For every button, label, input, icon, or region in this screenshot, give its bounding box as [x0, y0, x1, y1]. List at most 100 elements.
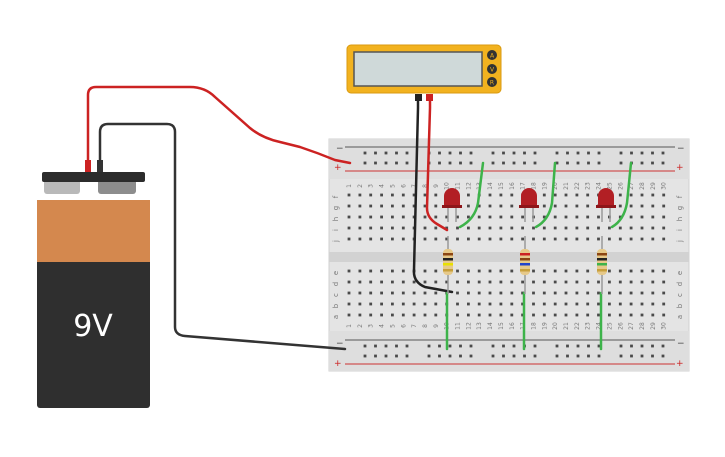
terminal-hole[interactable]	[575, 313, 579, 317]
terminal-hole[interactable]	[651, 237, 655, 241]
terminal-hole[interactable]	[553, 269, 557, 273]
terminal-hole[interactable]	[423, 291, 427, 295]
terminal-hole[interactable]	[456, 237, 459, 241]
terminal-hole[interactable]	[510, 237, 514, 241]
terminal-hole[interactable]	[445, 237, 449, 241]
terminal-hole[interactable]	[456, 302, 459, 306]
rail-hole[interactable]	[384, 151, 388, 155]
rail-hole[interactable]	[384, 344, 388, 348]
terminal-hole[interactable]	[521, 280, 524, 284]
terminal-hole[interactable]	[412, 313, 416, 317]
terminal-hole[interactable]	[380, 237, 383, 241]
rail-hole[interactable]	[491, 354, 495, 358]
terminal-hole[interactable]	[597, 302, 600, 306]
terminal-hole[interactable]	[456, 269, 459, 273]
terminal-hole[interactable]	[358, 204, 362, 208]
terminal-hole[interactable]	[488, 280, 492, 284]
terminal-hole[interactable]	[499, 280, 503, 284]
terminal-hole[interactable]	[608, 280, 611, 284]
terminal-hole[interactable]	[510, 269, 514, 273]
rail-hole[interactable]	[448, 344, 452, 348]
terminal-hole[interactable]	[358, 302, 362, 306]
terminal-hole[interactable]	[434, 313, 438, 317]
terminal-hole[interactable]	[369, 237, 373, 241]
terminal-hole[interactable]	[586, 215, 590, 219]
terminal-hole[interactable]	[423, 237, 427, 241]
terminal-hole[interactable]	[586, 313, 590, 317]
terminal-hole[interactable]	[401, 204, 405, 208]
terminal-hole[interactable]	[423, 193, 427, 197]
terminal-hole[interactable]	[553, 226, 557, 230]
rail-hole[interactable]	[651, 151, 654, 155]
rail-hole[interactable]	[587, 354, 590, 358]
terminal-hole[interactable]	[412, 193, 416, 197]
wire-battery-negative[interactable]	[98, 122, 347, 351]
terminal-hole[interactable]	[542, 237, 546, 241]
rail-hole[interactable]	[533, 354, 537, 358]
rail-hole[interactable]	[512, 161, 516, 165]
terminal-hole[interactable]	[434, 302, 438, 306]
rail-hole[interactable]	[566, 354, 569, 358]
terminal-hole[interactable]	[618, 204, 622, 208]
rail-hole[interactable]	[576, 161, 580, 165]
terminal-hole[interactable]	[640, 291, 644, 295]
terminal-hole[interactable]	[640, 269, 644, 273]
terminal-hole[interactable]	[369, 215, 373, 219]
terminal-hole[interactable]	[347, 226, 351, 230]
terminal-hole[interactable]	[358, 280, 362, 284]
terminal-hole[interactable]	[618, 237, 622, 241]
terminal-hole[interactable]	[358, 291, 362, 295]
rail-hole[interactable]	[619, 344, 623, 348]
terminal-hole[interactable]	[629, 237, 633, 241]
terminal-hole[interactable]	[575, 269, 579, 273]
terminal-hole[interactable]	[369, 313, 373, 317]
terminal-hole[interactable]	[412, 280, 416, 284]
terminal-hole[interactable]	[521, 215, 524, 219]
rail-hole[interactable]	[661, 344, 665, 348]
terminal-hole[interactable]	[369, 280, 373, 284]
terminal-hole[interactable]	[456, 291, 459, 295]
rail-hole[interactable]	[438, 354, 441, 358]
rail-hole[interactable]	[533, 344, 537, 348]
terminal-hole[interactable]	[467, 302, 470, 306]
terminal-hole[interactable]	[434, 291, 438, 295]
terminal-hole[interactable]	[662, 237, 666, 241]
terminal-hole[interactable]	[575, 226, 579, 230]
terminal-hole[interactable]	[467, 237, 470, 241]
terminal-hole[interactable]	[640, 313, 644, 317]
terminal-hole[interactable]	[586, 280, 590, 284]
terminal-hole[interactable]	[662, 302, 666, 306]
terminal-hole[interactable]	[608, 291, 611, 295]
terminal-hole[interactable]	[510, 204, 514, 208]
terminal-hole[interactable]	[662, 215, 666, 219]
terminal-hole[interactable]	[401, 237, 405, 241]
terminal-hole[interactable]	[401, 280, 405, 284]
terminal-hole[interactable]	[434, 215, 438, 219]
rail-hole[interactable]	[619, 161, 623, 165]
terminal-hole[interactable]	[629, 204, 633, 208]
terminal-hole[interactable]	[510, 215, 514, 219]
terminal-hole[interactable]	[564, 291, 568, 295]
terminal-hole[interactable]	[391, 269, 394, 273]
green-wire-led3[interactable]	[610, 161, 633, 229]
terminal-hole[interactable]	[553, 215, 557, 219]
terminal-hole[interactable]	[499, 302, 503, 306]
rail-hole[interactable]	[427, 344, 431, 348]
terminal-hole[interactable]	[488, 269, 492, 273]
resistor-3[interactable]	[597, 236, 607, 294]
terminal-hole[interactable]	[532, 269, 535, 273]
terminal-hole[interactable]	[456, 226, 459, 230]
terminal-hole[interactable]	[608, 313, 611, 317]
rail-hole[interactable]	[587, 151, 590, 155]
terminal-hole[interactable]	[586, 204, 590, 208]
terminal-hole[interactable]	[553, 204, 557, 208]
terminal-hole[interactable]	[488, 237, 492, 241]
terminal-hole[interactable]	[510, 291, 514, 295]
rail-hole[interactable]	[640, 161, 644, 165]
terminal-hole[interactable]	[488, 302, 492, 306]
terminal-hole[interactable]	[499, 193, 503, 197]
terminal-hole[interactable]	[347, 215, 351, 219]
rail-hole[interactable]	[395, 151, 398, 155]
terminal-hole[interactable]	[391, 193, 394, 197]
rail-hole[interactable]	[405, 354, 409, 358]
